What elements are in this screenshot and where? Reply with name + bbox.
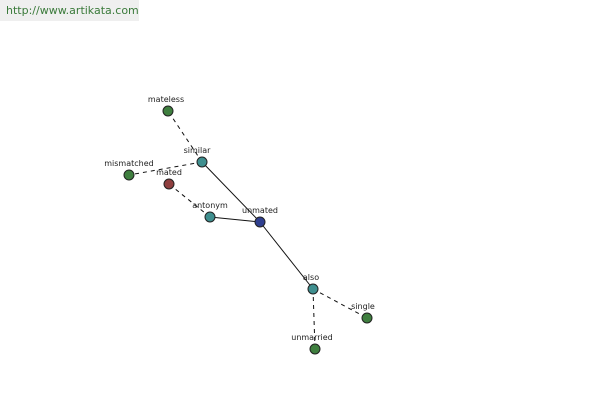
node-label-similar[interactable]: similar <box>184 146 212 155</box>
node-single[interactable] <box>361 312 373 324</box>
node-label-single[interactable]: single <box>351 302 375 311</box>
node-unmarried[interactable] <box>309 343 321 355</box>
node-unmated[interactable] <box>254 216 266 228</box>
node-antonym[interactable] <box>204 211 216 223</box>
edge-also-unmarried <box>312 288 316 350</box>
edge-also-single <box>312 288 368 319</box>
edge-unmated-antonym <box>209 216 261 223</box>
node-label-mated[interactable]: mated <box>156 168 182 177</box>
edge-unmated-similar <box>201 161 261 223</box>
node-mateless[interactable] <box>162 105 174 117</box>
node-label-unmated[interactable]: unmated <box>242 206 278 215</box>
node-mismatched[interactable] <box>123 169 135 181</box>
site-watermark[interactable]: http://www.artikata.com <box>0 0 139 21</box>
node-label-mismatched[interactable]: mismatched <box>104 159 153 168</box>
node-label-also[interactable]: also <box>303 273 319 282</box>
node-similar[interactable] <box>196 156 208 168</box>
node-label-antonym[interactable]: antonym <box>192 201 228 210</box>
node-mated[interactable] <box>163 178 175 190</box>
node-label-unmarried[interactable]: unmarried <box>291 333 333 342</box>
edges-layer <box>128 110 368 350</box>
labels-layer: unmated similar antonym also mateless mismatc… <box>104 95 375 342</box>
edge-antonym-mated <box>168 183 211 218</box>
edge-unmated-also <box>259 221 314 290</box>
edge-similar-mateless <box>167 110 203 163</box>
nodes-layer <box>123 105 373 355</box>
node-label-mateless[interactable]: mateless <box>148 95 184 104</box>
node-also[interactable] <box>307 283 319 295</box>
